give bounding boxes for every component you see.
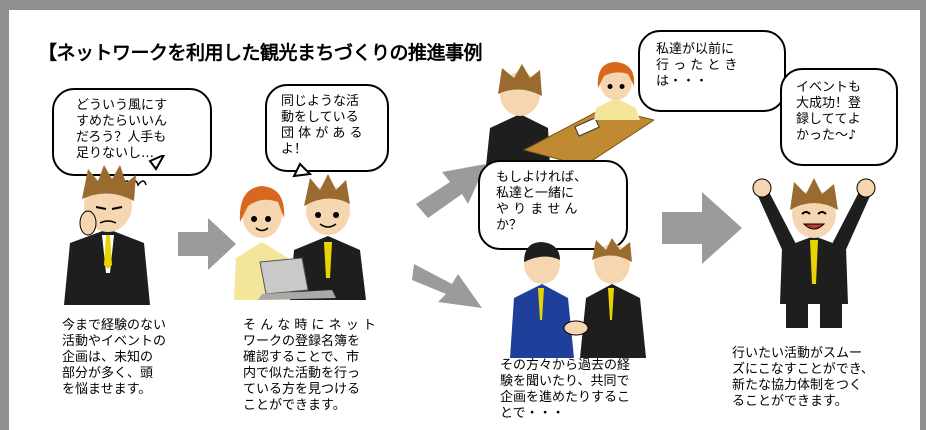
caption-step-3: その方々から過去の経 験を聞いたり、共同で 企画を進めたりするこ とで・・・	[500, 358, 631, 421]
arrow-step2-to-step3-lower	[412, 264, 482, 308]
arrow-step1-to-step2	[178, 218, 236, 270]
speech-bubble-invitation: もしよければ、 私達と一緒に や り ま せ ん か？	[478, 160, 628, 250]
caption-step-4: 行いたい活動がスムー ズにこなすことができ、 新たな協力体制をつく ることができ…	[732, 346, 874, 409]
speech-bubble-success: イベントも 大成功！登 録しててよ かった～♪	[780, 68, 898, 166]
arrow-step2-to-step3-upper	[416, 164, 486, 218]
diagram-title: 【ネットワークを利用した観光まちづくりの推進事例	[38, 42, 483, 64]
caption-step-1: 今まで経験のない 活動やイベントの 企画は、未知の 部分が多く、頭 を悩ませます…	[62, 318, 167, 397]
speech-text-success: イベントも 大成功！登 録しててよ かった～♪	[796, 80, 862, 143]
frame-top-border	[0, 0, 926, 10]
handshake-figure	[510, 238, 646, 358]
couple-laptop-figure	[234, 162, 366, 300]
speech-bubble-worried: どういう風にす すめたらいいん だろう？人手も 足りないし…	[52, 88, 212, 176]
worried-man-figure	[64, 155, 166, 305]
frame-right-border	[920, 10, 926, 430]
frame-left-border	[0, 10, 9, 430]
speech-text-experience: 私達が以前に 行 っ た と き は・・・	[656, 42, 738, 89]
arrow-step3-to-step4	[662, 192, 742, 264]
speech-bubble-experience: 私達が以前に 行 っ た と き は・・・	[638, 30, 786, 112]
celebrating-man-figure	[752, 178, 876, 328]
speech-text-suggestion: 同じような活 動をしている 団 体 が あ る よ！	[281, 94, 363, 157]
speech-bubble-suggestion: 同じような活 動をしている 団 体 が あ る よ！	[265, 84, 389, 172]
speech-text-invitation: もしよければ、 私達と一緒に や り ま せ ん か？	[496, 170, 588, 233]
speech-text-worried: どういう風にす すめたらいいん だろう？人手も 足りないし…	[76, 98, 168, 161]
caption-step-2: そ ん な 時 に ネ ッ ト ワークの登録名簿を 確認することで、市 内で似た…	[243, 318, 376, 413]
desk-meeting-figure	[486, 62, 654, 167]
